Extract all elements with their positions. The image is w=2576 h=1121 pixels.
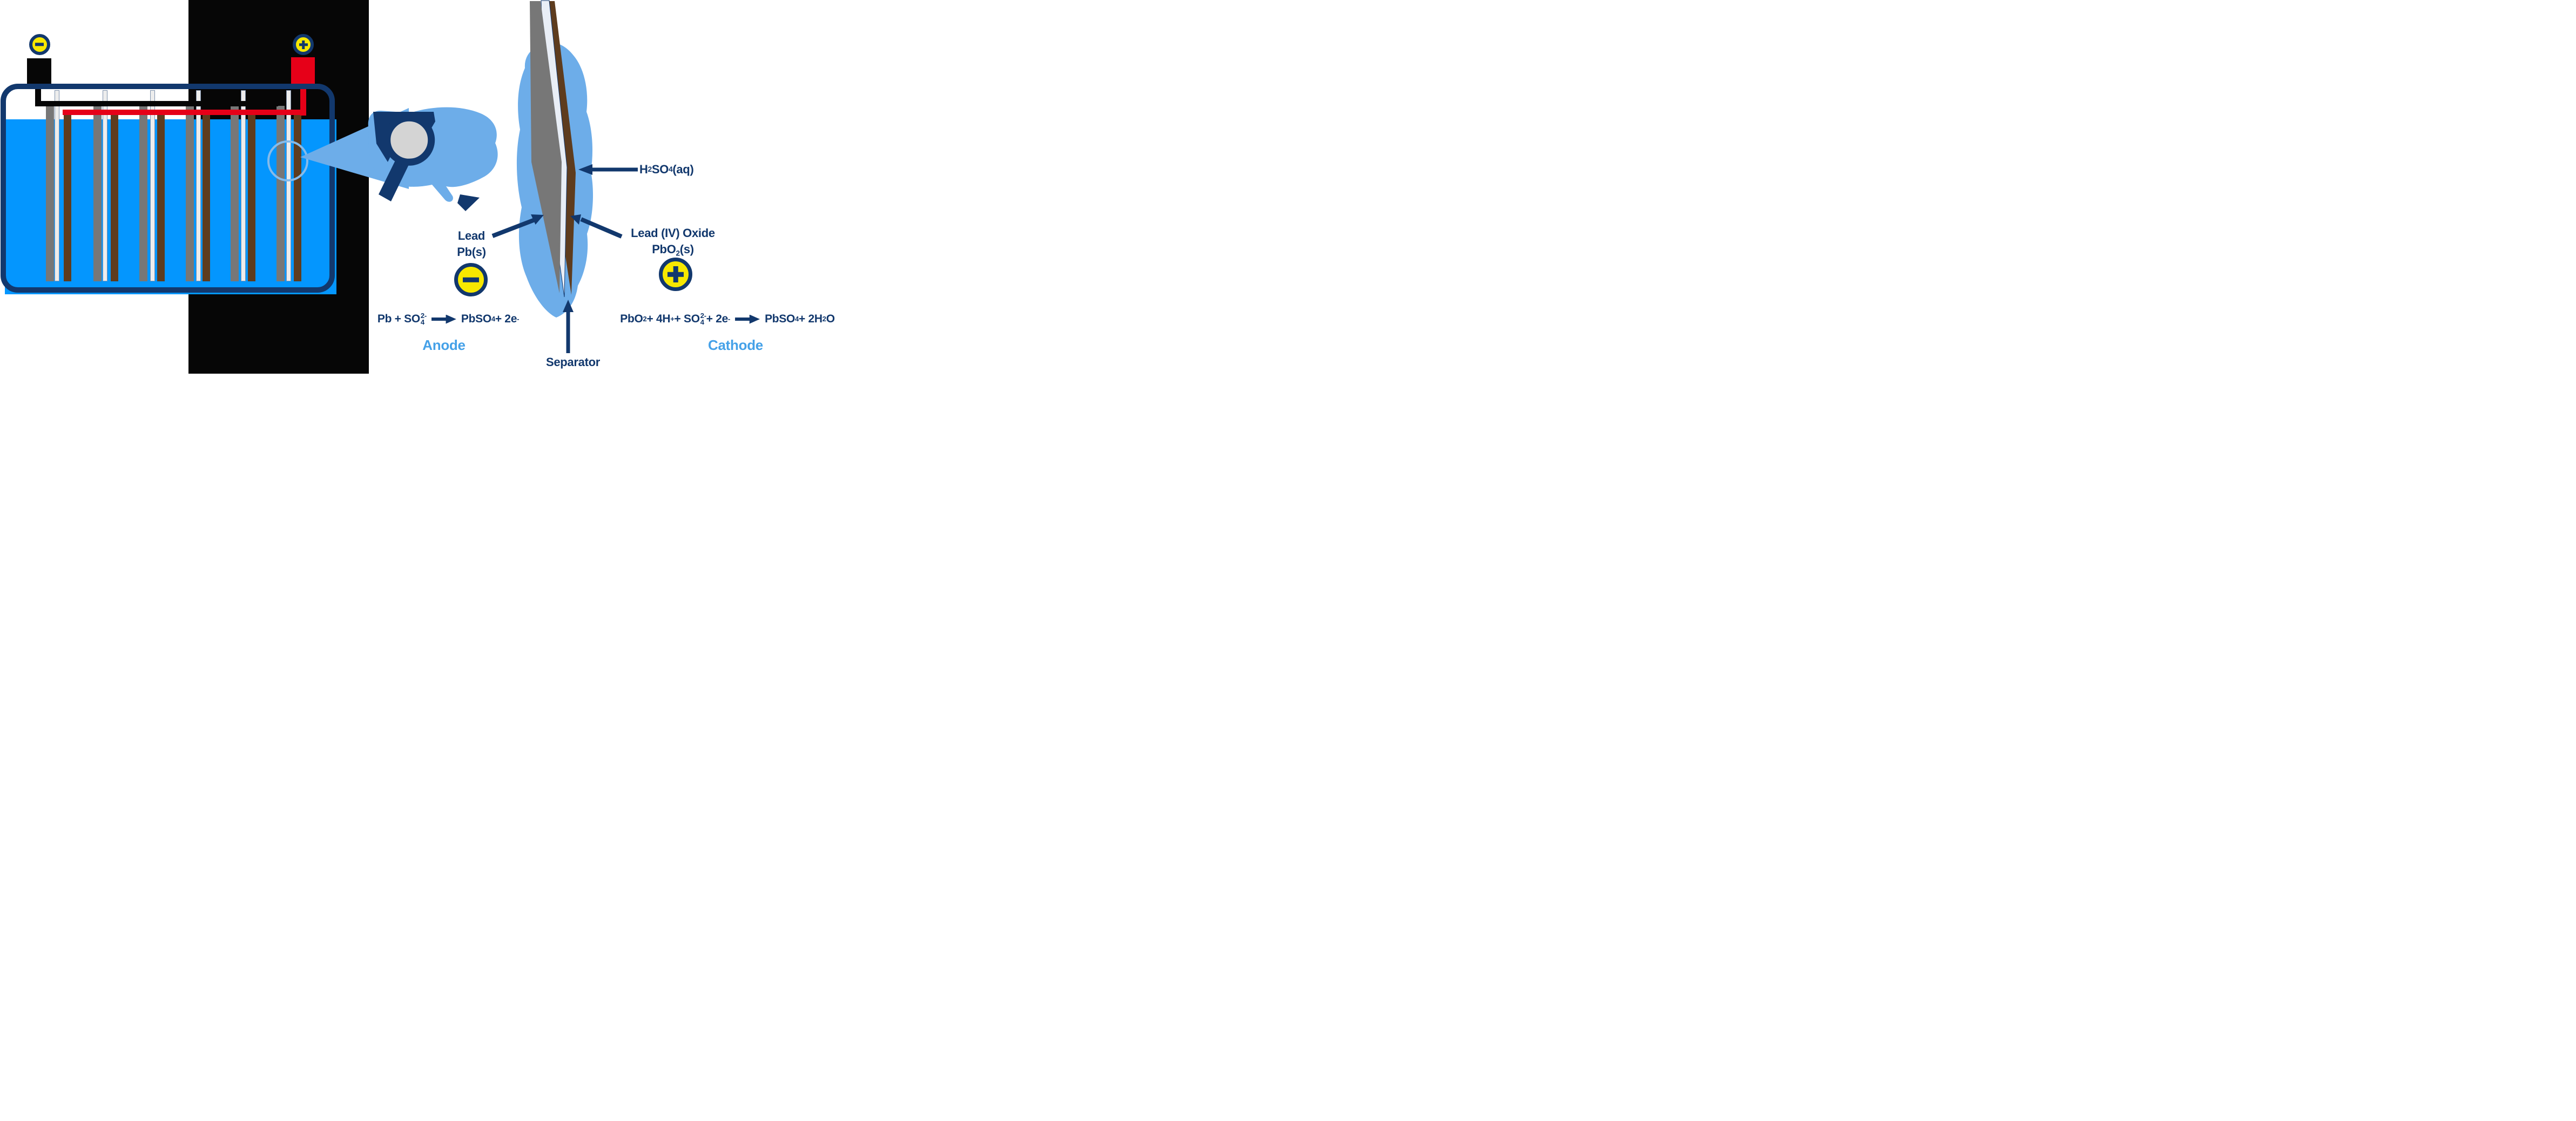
anode-minus-icon — [454, 263, 488, 296]
lead-oxide-plate — [111, 114, 118, 281]
closeup-separator-plate — [541, 0, 568, 298]
reaction-arrow-icon — [431, 314, 456, 324]
magnifier-callout-blob — [368, 107, 498, 202]
cathode-material-formula: PbO2(s) — [652, 242, 694, 258]
lead-plate — [185, 106, 194, 281]
magnified-region-ring — [267, 140, 308, 181]
negative-terminal — [27, 58, 51, 85]
lead-plate — [139, 106, 147, 281]
cathode-material-name: Lead (IV) Oxide — [631, 226, 715, 240]
magnifier-handle — [379, 157, 409, 201]
electrolyte-arrow — [578, 164, 638, 175]
magnifier-rim — [383, 114, 435, 166]
separator-plate — [150, 90, 155, 281]
lead-oxide-plate — [157, 114, 165, 281]
closeup-lead-plate — [530, 1, 562, 293]
lead-plate — [45, 106, 54, 281]
battery-case — [0, 84, 335, 293]
separator-plate — [55, 90, 59, 281]
magnifier-lens — [390, 120, 429, 159]
separator-label: Separator — [545, 355, 600, 369]
charge-stack: 2-4 — [700, 312, 706, 326]
closeup-lead-oxide-plate — [547, 1, 576, 295]
separator-plate — [195, 90, 201, 281]
reaction-arrow-icon — [735, 314, 760, 324]
positive-bus-bar — [63, 109, 306, 115]
anode-label: Anode — [422, 337, 466, 353]
magnifier-swoosh — [457, 194, 480, 211]
separator-plate — [241, 90, 246, 281]
lead-plate — [231, 106, 239, 281]
lead-oxide-arrow — [570, 214, 623, 239]
cathode-material-label: Lead (IV) Oxide PbO2(s) — [624, 225, 722, 258]
cathode-label: Cathode — [708, 337, 763, 353]
positive-terminal — [291, 57, 315, 86]
lead-plate — [93, 106, 102, 281]
lead-arrow — [491, 214, 544, 238]
separator-arrow — [563, 300, 574, 353]
anode-material-label: Lead Pb(s) — [444, 228, 498, 260]
lead-oxide-plate — [63, 114, 71, 281]
closeup-electrolyte-blob — [516, 42, 594, 318]
anode-material-name: Lead — [457, 229, 485, 242]
cathode-plus-icon — [659, 258, 692, 291]
plus-icon — [293, 34, 314, 55]
lead-oxide-plate — [203, 114, 210, 281]
magnifier-icon — [373, 112, 480, 211]
negative-wire — [35, 83, 41, 106]
magnifier-cowl — [373, 112, 435, 162]
positive-wire — [300, 85, 306, 116]
lead-oxide-plate — [248, 114, 255, 281]
negative-bus-bar — [35, 100, 278, 106]
minus-icon — [29, 33, 50, 55]
charge-stack: 2-4 — [420, 312, 427, 326]
anode-material-formula: Pb(s) — [457, 245, 486, 259]
separator-plate — [103, 90, 107, 281]
separator-plate — [286, 90, 291, 281]
